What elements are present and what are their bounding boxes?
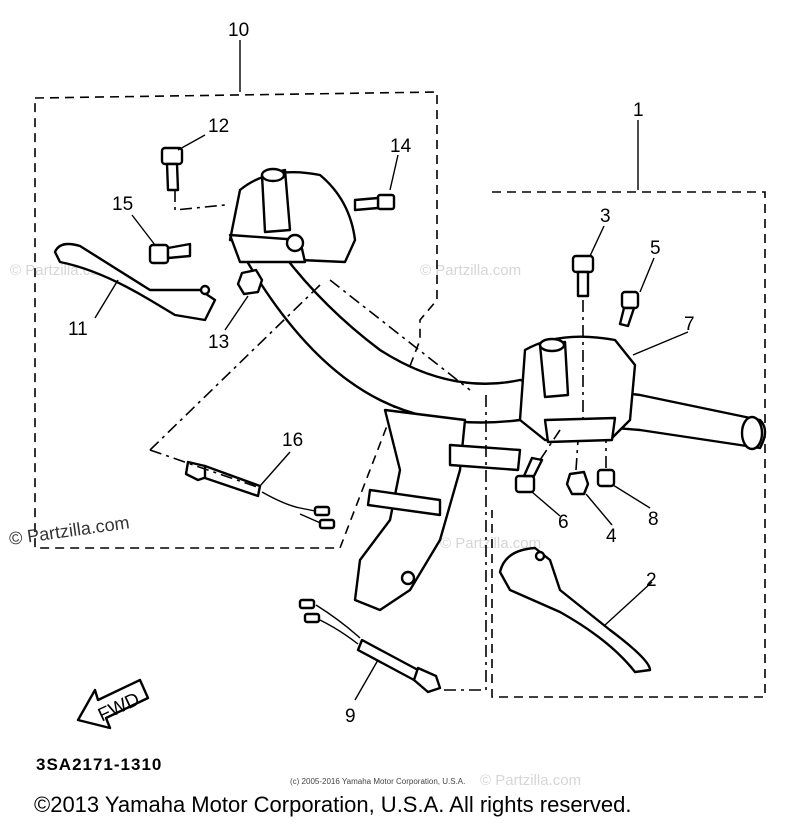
bolt-6 (514, 456, 544, 494)
forward-arrow: FWD (76, 678, 150, 730)
callout-12: 12 (208, 116, 229, 137)
watermark-faint: © Partzilla.com (440, 535, 541, 552)
callout-5: 5 (650, 238, 661, 259)
bolt-14 (353, 193, 396, 212)
callout-11: 11 (68, 319, 88, 340)
callout-1: 1 (633, 100, 644, 121)
watermark-faint: © Partzilla.com (480, 772, 581, 789)
handlebar (233, 203, 767, 451)
nut-4 (565, 470, 590, 496)
right-switch-assembly (518, 335, 637, 444)
watermark-faint: © Partzilla.com (420, 262, 521, 279)
callout-10: 10 (228, 20, 249, 41)
watermark-main: © Partzilla.com (8, 512, 131, 549)
steering-stem (353, 408, 522, 612)
small-copyright: (c) 2005-2016 Yamaha Motor Corporation, … (290, 777, 465, 786)
callout-8: 8 (648, 509, 659, 530)
callout-9: 9 (345, 706, 356, 727)
diagram-code: 3SA2171-1310 (36, 755, 162, 774)
left-lever (53, 242, 217, 322)
assembly-lines (149, 190, 607, 691)
callout-2: 2 (646, 570, 657, 591)
callout-14: 14 (390, 136, 412, 157)
group-box-1 (491, 191, 766, 698)
callout-15: 15 (112, 194, 133, 215)
callout-7: 7 (684, 314, 695, 335)
bolt-15 (148, 242, 192, 265)
callout-13: 13 (208, 332, 229, 353)
screw-5 (618, 290, 640, 328)
group-box-10 (34, 91, 438, 549)
callout-4: 4 (606, 526, 617, 547)
screw-8 (596, 468, 616, 488)
nut-13 (236, 268, 264, 296)
callout-16: 16 (282, 430, 303, 451)
screw-3 (571, 254, 595, 298)
switch-9 (298, 598, 442, 694)
screw-12 (160, 146, 184, 192)
callout-6: 6 (558, 512, 569, 533)
callout-leaders (94, 40, 689, 701)
left-switch-assembly (228, 167, 357, 264)
switch-16 (184, 460, 336, 530)
right-lever (498, 546, 652, 674)
callout-3: 3 (600, 206, 611, 227)
copyright-notice: ©2013 Yamaha Motor Corporation, U.S.A. A… (34, 792, 632, 817)
